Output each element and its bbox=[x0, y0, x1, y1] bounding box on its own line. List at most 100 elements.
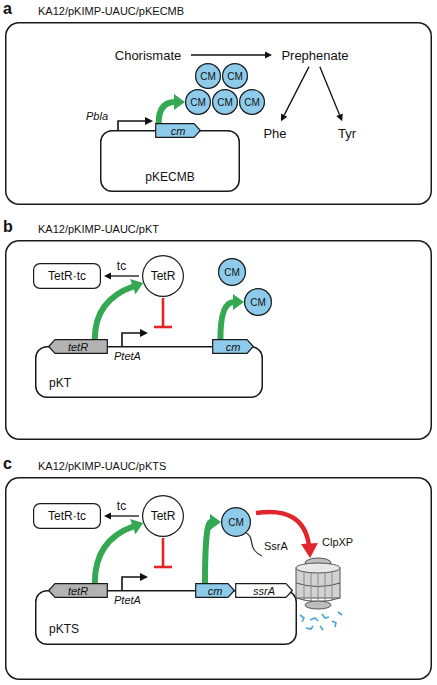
metabolite-node: Tyr bbox=[330, 124, 364, 142]
arrow-head bbox=[210, 514, 221, 530]
arrow-head bbox=[174, 94, 185, 110]
plasmid-loop: pKECMBcm bbox=[100, 130, 240, 192]
gene-outline bbox=[49, 584, 108, 598]
protein-name: CM bbox=[222, 63, 248, 89]
gene-name: tetR bbox=[48, 339, 108, 354]
gene-arrow: cm bbox=[195, 583, 235, 598]
panel-letter: b bbox=[3, 218, 13, 236]
protein-name: TetR bbox=[142, 255, 184, 297]
metabolite-node: Prephenate bbox=[275, 46, 355, 64]
panel-title: KA12/pKIMP-UAUC/pKECMB bbox=[38, 5, 184, 17]
metabolite-name: Prephenate bbox=[275, 46, 355, 64]
reaction-arrow bbox=[320, 67, 343, 121]
protein-circle: CM bbox=[244, 288, 272, 316]
edge-label: tc bbox=[117, 259, 126, 273]
expression-arrow bbox=[220, 294, 244, 339]
protein-circle: CM bbox=[221, 507, 251, 537]
gene-name: cm bbox=[212, 339, 254, 354]
connector-line bbox=[111, 275, 139, 276]
plasmid-loop: pKTStetRcmssrA bbox=[35, 590, 297, 645]
peptide-fragments bbox=[300, 612, 342, 630]
metabolite-node: Chorismate bbox=[108, 46, 188, 64]
ssra-tail bbox=[246, 533, 262, 556]
plasmid-name: pKTS bbox=[49, 622, 109, 636]
complex-name: TetR·tc bbox=[33, 263, 101, 289]
protein-name: TetR bbox=[142, 495, 184, 537]
gene-arrow: ssrA bbox=[235, 583, 293, 598]
gene-name: tetR bbox=[48, 583, 108, 598]
expression-arrow bbox=[95, 279, 143, 339]
expression-arrow bbox=[95, 519, 143, 583]
panel-title: KA12/pKIMP-UAUC/pKT bbox=[38, 223, 159, 235]
connector-line bbox=[205, 522, 211, 583]
arrow-head bbox=[130, 519, 143, 534]
panel-box: bKA12/pKIMP-UAUC/pKTTetR·tcTetRpKTtetRcm… bbox=[5, 240, 432, 440]
connector-line bbox=[159, 102, 175, 123]
metabolite-name: Tyr bbox=[330, 124, 364, 142]
plasmid-name: pKECMB bbox=[100, 170, 240, 184]
protein-name: CM bbox=[221, 507, 251, 537]
arrow-head bbox=[233, 294, 244, 310]
repression-bar bbox=[154, 298, 172, 567]
gene-outline bbox=[49, 340, 108, 354]
gene-outline bbox=[213, 340, 254, 354]
protein-circle: CM bbox=[218, 258, 246, 286]
gene-arrow: tetR bbox=[48, 339, 108, 354]
protein-name: CM bbox=[218, 258, 246, 286]
reaction-arrow bbox=[104, 273, 139, 280]
arrow-head bbox=[281, 114, 287, 122]
metabolite-name: Chorismate bbox=[108, 46, 188, 64]
complex-box: TetR·tc bbox=[33, 263, 101, 289]
annotation-label: SsrA bbox=[264, 540, 288, 552]
gene-arrow: cm bbox=[155, 123, 201, 138]
panel-letter: c bbox=[3, 455, 12, 473]
panel-box: cKA12/pKIMP-UAUC/pKTSTetR·tcTetRpKTStetR… bbox=[5, 477, 432, 680]
annotation-label: PtetA bbox=[114, 350, 141, 362]
gene-outline bbox=[196, 584, 235, 598]
protein-name: CM bbox=[212, 89, 238, 115]
protein-name: CM bbox=[239, 89, 265, 115]
panel-letter: a bbox=[3, 0, 12, 18]
protein-circle: CM bbox=[185, 89, 211, 115]
arrow-head bbox=[104, 273, 111, 280]
protein-circle: CM bbox=[239, 89, 265, 115]
arrow-head bbox=[336, 113, 342, 121]
protein-name: CM bbox=[244, 288, 272, 316]
annotation-label: PtetA bbox=[114, 594, 141, 606]
metabolite-node: Phe bbox=[258, 124, 292, 142]
metabolite-name: Phe bbox=[258, 124, 292, 142]
plasmid-name: pKT bbox=[49, 376, 109, 390]
connector-line bbox=[95, 526, 134, 583]
gene-outline bbox=[236, 584, 293, 598]
gene-name: ssrA bbox=[235, 583, 293, 598]
expression-arrow bbox=[205, 514, 221, 583]
connector-line bbox=[320, 67, 340, 115]
protein-circle: TetR bbox=[142, 495, 184, 537]
reaction-arrow bbox=[281, 67, 309, 122]
complex-name: TetR·tc bbox=[33, 503, 101, 529]
gene-arrow: cm bbox=[212, 339, 254, 354]
arrow-head bbox=[130, 279, 143, 294]
protein-circle: CM bbox=[222, 63, 248, 89]
reaction-arrow bbox=[104, 513, 139, 520]
protein-name: CM bbox=[195, 63, 221, 89]
protein-name: CM bbox=[185, 89, 211, 115]
panel-title: KA12/pKIMP-UAUC/pKTS bbox=[38, 460, 166, 472]
connector-line bbox=[284, 67, 309, 115]
annotation-label: ClpXP bbox=[322, 536, 353, 548]
plasmid-loop: pKTtetRcm bbox=[35, 346, 263, 398]
connector-line bbox=[95, 286, 134, 339]
expression-arrow bbox=[159, 94, 185, 123]
edge-label: tc bbox=[117, 499, 126, 513]
protein-circle: TetR bbox=[142, 255, 184, 297]
protein-circle: CM bbox=[212, 89, 238, 115]
annotation-label: Pbla bbox=[86, 110, 108, 122]
gene-outline bbox=[156, 124, 201, 138]
connector-line bbox=[111, 515, 139, 516]
complex-box: TetR·tc bbox=[33, 503, 101, 529]
arrow-head bbox=[265, 52, 272, 59]
